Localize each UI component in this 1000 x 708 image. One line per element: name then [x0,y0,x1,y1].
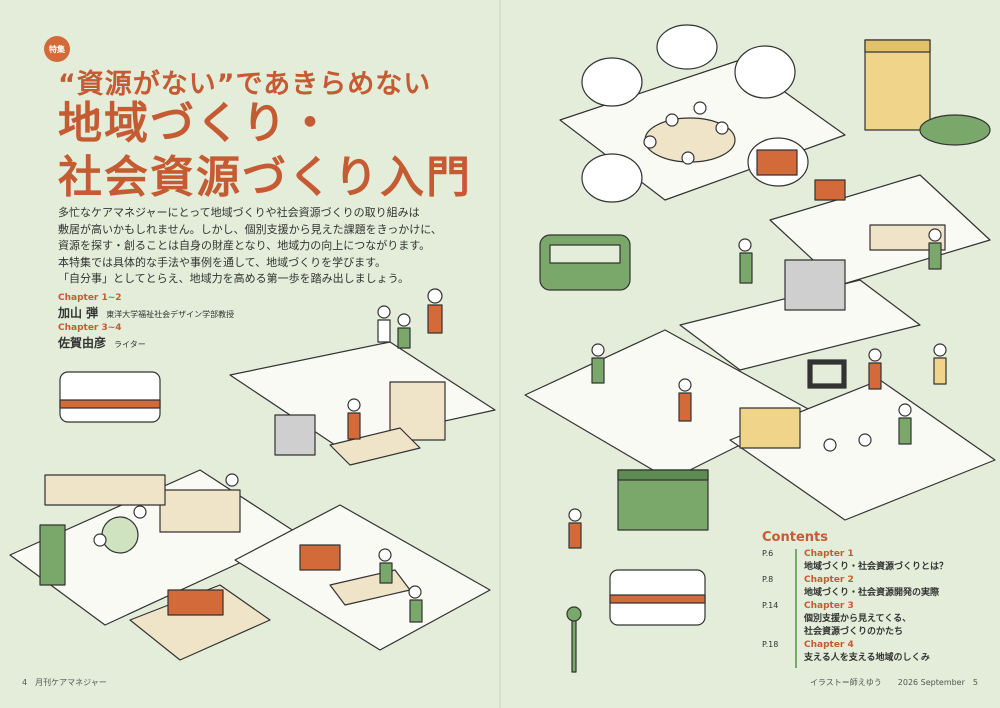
contents-text: 地域づくり・社会資源開発の実際 [804,588,940,598]
contents-chapter: Chapter 3 [804,601,854,611]
contents-chapter: Chapter 1 [804,549,854,559]
contents-chapter: Chapter 2 [804,575,854,585]
lead-line: 「自分事」としてとらえ、地域力を高める第一歩を踏み出しましょう。 [58,272,410,285]
contents-divider [795,640,797,668]
folio-right: イラスト＝師えゆう 2026 September 5 [809,678,978,687]
folio-left: 4 月刊ケアマネジャー [22,678,107,687]
contents-text-line: 社会資源づくりのかたち [804,627,904,637]
page-spine [499,0,501,708]
contents-text-line: 個別支援から見えてくる、 [804,614,912,624]
contents-page: P.8 [762,575,774,584]
contents-divider [795,575,797,603]
lead-line: 敷居が高いかもしれません。しかし、個別支援から見えた課題をきっかけに、 [58,222,442,236]
contents-page: P.18 [762,640,779,649]
contents-divider [795,549,797,577]
author-name: 佐賀由彦 [58,336,107,350]
contents-text: 支える人を支える地域のしくみ [804,653,930,663]
lead-line: 資源を探す・創ることは自身の財産となり、地域力の向上につながります。 [58,239,431,252]
title-line-2: 社会資源づくり入門 [58,152,472,203]
lead-paragraph: 多忙なケアマネジャーにとって地域づくりや社会資源づくりの取り組みは 敷居が高いか… [58,205,458,288]
feature-badge: 特集 [44,36,70,62]
contents-chapter: Chapter 4 [804,640,854,650]
lead-line: 本特集では具体的な手法や事例を通して、地域づくりを学びます。 [58,255,387,269]
contents-heading: Contents [762,530,828,545]
author-name: 加山 弾 [58,306,99,320]
contents-page: P.6 [762,549,774,558]
lead-line: 多忙なケアマネジャーにとって地域づくりや社会資源づくりの取り組みは [58,206,420,219]
page-title: 地域づくり・ 社会資源づくり入門 [58,97,472,205]
page-subtitle: “資源がない”であきらめない [58,69,432,100]
contents-page: P.14 [762,601,779,610]
title-line-1: 地域づくり・ [58,98,334,149]
author-2: 佐賀由彦ライター [58,334,146,351]
contents-divider [795,601,797,641]
contents-text: 地域づくり・社会資源づくりとは？ [804,562,949,572]
author-1: 加山 弾東洋大学福祉社会デザイン学部教授 [58,304,234,321]
author-chapters-1: Chapter 1~2 [58,293,122,303]
author-affiliation: ライター [114,340,146,349]
author-affiliation: 東洋大学福祉社会デザイン学部教授 [106,310,235,319]
contents-text: 個別支援から見えてくる、 社会資源づくりのかたち [804,613,911,639]
author-chapters-2: Chapter 3~4 [58,323,122,333]
